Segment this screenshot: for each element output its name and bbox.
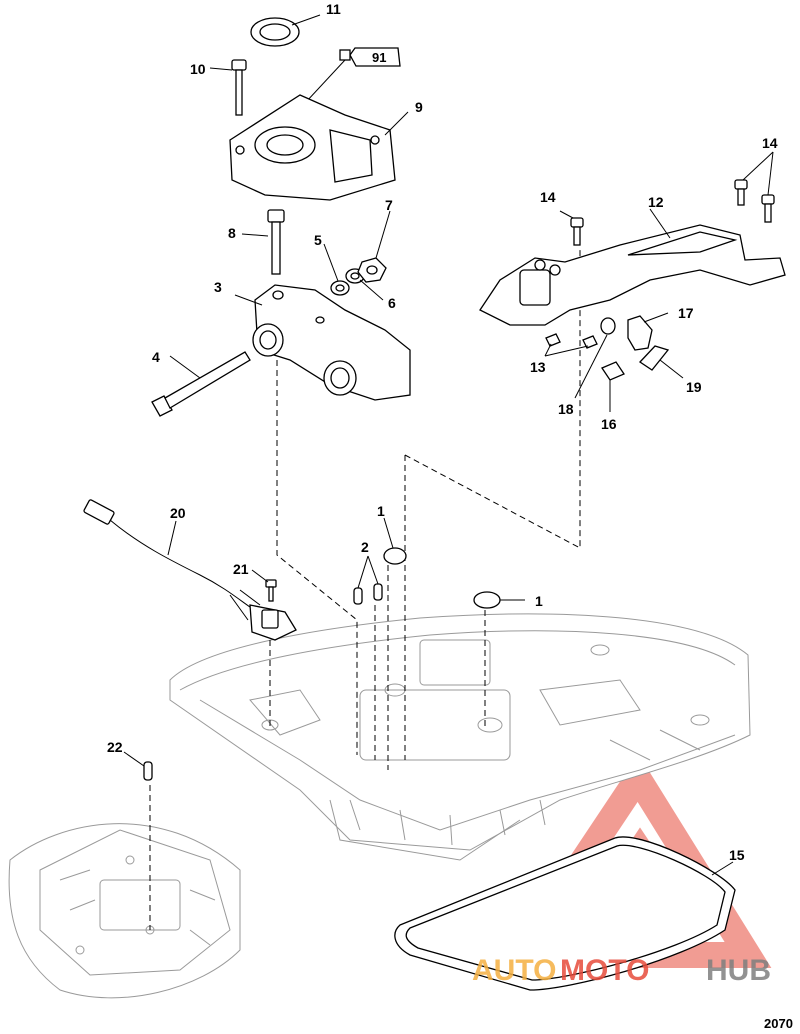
callout-17: 18 <box>558 401 574 417</box>
callout-22: 22 <box>107 739 123 755</box>
wire-harness-part <box>83 499 297 641</box>
callout-13: 13 <box>530 359 546 375</box>
figure-id: 2070 <box>764 1016 793 1031</box>
callout-9: 9 <box>415 99 423 115</box>
callout-14-left: 14 <box>540 189 556 205</box>
callout-10: 10 <box>190 61 206 77</box>
callout-12: 12 <box>648 194 664 210</box>
o-ring-parts-1 <box>383 547 501 609</box>
dowel-part-22 <box>143 761 153 781</box>
watermark-part-moto: MOTO <box>560 954 649 987</box>
bolt-part-14-left <box>570 217 584 246</box>
small-parts-15-18 <box>600 315 670 381</box>
long-bolt-part-4 <box>151 351 251 417</box>
callout-11: 11 <box>326 1 341 17</box>
mount-bracket-part <box>252 284 411 401</box>
screw-part-20 <box>265 579 277 602</box>
arm-bracket-part <box>479 224 786 326</box>
lower-left-view-outline <box>8 823 241 999</box>
sealant-tube-label: 91 <box>372 50 386 65</box>
dowel-pins-part-2 <box>353 583 383 605</box>
watermark-wordmark: AUTO MOTO HUB <box>472 954 771 987</box>
callout-21: 15 <box>729 847 745 863</box>
callout-8: 8 <box>228 225 236 241</box>
callout-16: 17 <box>678 305 694 321</box>
sealant-tube-part: 91 <box>279 47 401 131</box>
callout-numbers: 11 10 9 8 5 7 6 3 4 12 14 14 17 13 19 18… <box>107 1 778 863</box>
callout-1-upper: 1 <box>377 503 385 519</box>
callout-15: 16 <box>601 416 617 432</box>
watermark-part-auto: AUTO <box>472 954 556 987</box>
seal-ring-part <box>250 17 300 47</box>
leader-lines <box>123 14 774 876</box>
callout-19: 20 <box>170 505 186 521</box>
callout-1-lower: 1 <box>535 593 543 609</box>
bolt-part-8 <box>267 209 285 275</box>
washer-nut-parts <box>330 257 387 296</box>
callout-5: 5 <box>314 232 322 248</box>
watermark-part-hub: HUB <box>706 954 771 987</box>
bolt-part-10 <box>231 59 247 116</box>
screw-parts-13 <box>545 333 598 349</box>
bolt-parts-14-right <box>734 179 775 223</box>
callout-3: 3 <box>214 279 222 295</box>
gasket-part-21 <box>394 836 736 991</box>
callout-4: 4 <box>152 349 160 365</box>
callout-18: 19 <box>686 379 702 395</box>
callout-20: 21 <box>233 561 249 577</box>
adaptor-plate-outline <box>169 613 751 861</box>
callout-14-right: 14 <box>762 135 778 151</box>
callout-2: 2 <box>361 539 369 555</box>
pump-housing-part <box>229 94 396 201</box>
callout-7: 7 <box>385 197 393 213</box>
callout-6: 6 <box>388 295 396 311</box>
